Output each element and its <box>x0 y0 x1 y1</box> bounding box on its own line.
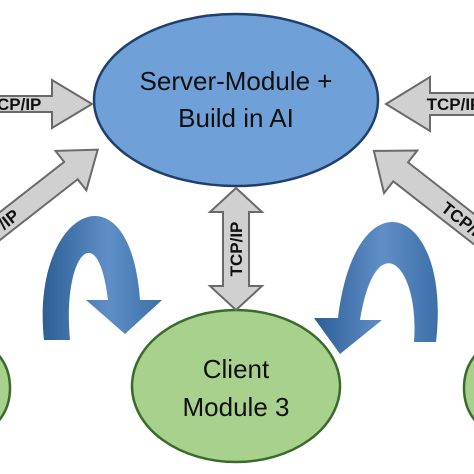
tcp-ip-label-center: TCP/IP <box>227 222 246 277</box>
tcp-ip-label-right-upper: TCP/IP <box>427 95 474 114</box>
tcp-ip-arrow-left-lower <box>0 148 100 249</box>
client-module-3-node <box>130 308 342 464</box>
tcp-ip-label-left-upper: TCP/IP <box>0 95 41 114</box>
tcp-ip-arrow-left-upper <box>0 78 94 130</box>
tcp-ip-arrow-center <box>207 186 265 312</box>
client-module-left-node <box>0 354 12 422</box>
server-module-label-line2: Build in AI <box>178 103 294 133</box>
server-module-node <box>92 12 380 188</box>
cycle-arrow-left <box>42 215 162 340</box>
server-module-label-line1: Server-Module + <box>140 66 333 96</box>
tcp-ip-arrow-right-upper <box>384 75 474 133</box>
client-module-right-node <box>462 354 474 422</box>
client-module-3-label-line2: Module 3 <box>183 392 290 422</box>
client-module-3-label-line1: Client <box>203 354 270 384</box>
tcp-ip-arrow-right-lower <box>372 149 474 250</box>
cycle-arrow-right <box>314 221 438 354</box>
